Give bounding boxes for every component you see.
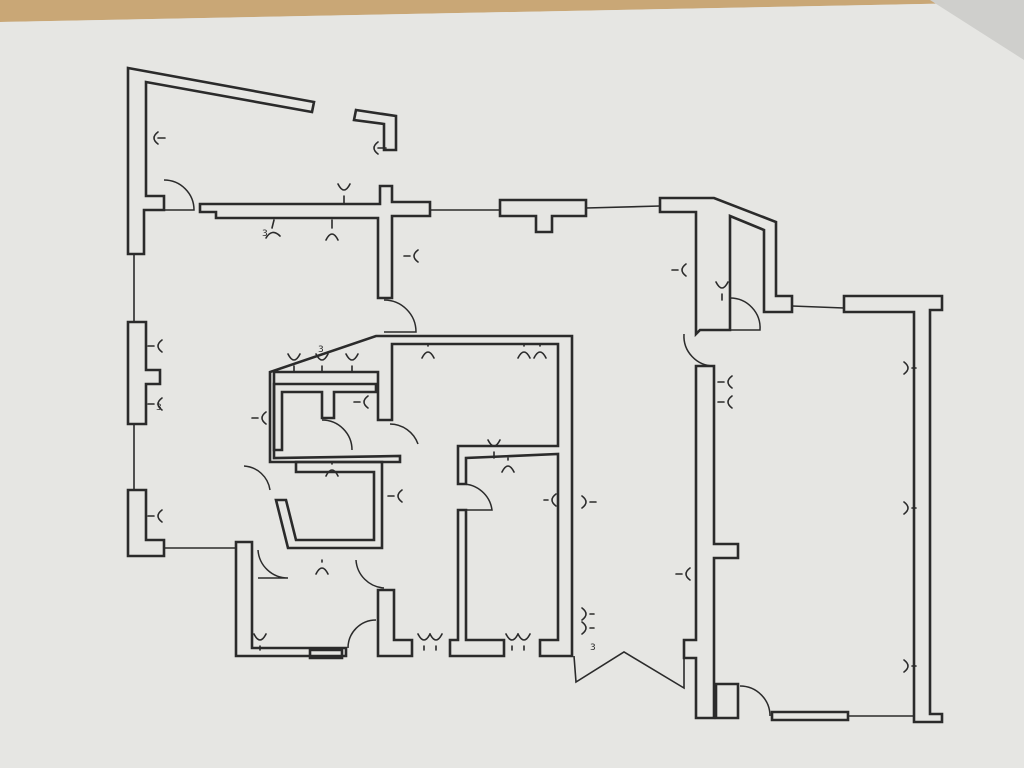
wall-thin-link-2 xyxy=(585,205,661,209)
socket-icon xyxy=(265,219,281,239)
paper-shadow xyxy=(930,0,1024,60)
door-swing-9 xyxy=(347,619,377,649)
socket-icon xyxy=(487,439,501,459)
socket-icon xyxy=(403,249,419,263)
socket-icon xyxy=(517,633,531,651)
door-swing-3 xyxy=(321,419,353,451)
wall-bath-block xyxy=(268,334,574,658)
wall-inner-col xyxy=(376,588,414,658)
wall-corridor-top xyxy=(198,184,432,300)
door-swing-1 xyxy=(163,179,195,211)
socket-icon xyxy=(147,339,163,353)
door-swing-12 xyxy=(739,685,771,717)
wall-south-window xyxy=(770,710,850,722)
socket-icon xyxy=(581,621,595,635)
switch-label: 3 xyxy=(262,229,268,239)
socket-icon xyxy=(581,495,597,509)
bay-window xyxy=(573,651,685,690)
socket-icon xyxy=(315,559,329,575)
switch-label: 3 xyxy=(590,643,596,653)
door-swing-7 xyxy=(257,549,289,579)
socket-icon xyxy=(671,263,687,277)
socket-icon xyxy=(337,183,351,205)
socket-icon xyxy=(581,607,595,621)
wall-wc xyxy=(272,382,378,452)
wall-thin-link-3 xyxy=(791,305,845,309)
switch-label: 3 xyxy=(156,403,162,413)
socket-icon xyxy=(353,395,369,409)
floor-plan xyxy=(126,66,944,724)
door-swing-2 xyxy=(383,299,417,333)
wall-t-block xyxy=(498,198,588,234)
socket-icon xyxy=(417,633,431,651)
socket-icon xyxy=(715,281,729,301)
door-swing-4 xyxy=(389,423,419,445)
socket-icon xyxy=(147,397,163,411)
socket-icon xyxy=(345,353,359,373)
doors xyxy=(163,179,771,717)
wall-inner-col-2 xyxy=(448,508,506,658)
socket-icon xyxy=(325,461,339,477)
wall-north-left xyxy=(126,66,316,256)
wall-north-corner xyxy=(352,108,398,152)
wall-east-inner xyxy=(682,364,740,720)
socket-icon xyxy=(421,343,435,359)
wall-inner-south xyxy=(234,540,348,658)
door-swing-11 xyxy=(683,333,715,367)
door-swing-5 xyxy=(243,465,271,491)
wooden-table-edge xyxy=(0,0,1024,22)
socket-icon xyxy=(903,659,917,673)
socket-icon xyxy=(429,633,443,651)
socket-icon xyxy=(373,141,387,155)
socket-icon xyxy=(153,131,166,145)
switch-label: 3 xyxy=(318,345,324,355)
wall-window-south-1 xyxy=(308,648,344,660)
wall-south-right xyxy=(714,682,740,720)
socket-icon xyxy=(717,375,733,389)
door-swing-6 xyxy=(461,483,493,511)
socket-symbols xyxy=(147,131,917,673)
socket-icon xyxy=(147,509,163,523)
socket-icon xyxy=(533,343,547,359)
socket-icon xyxy=(253,633,267,651)
socket-icon xyxy=(501,457,515,473)
socket-icon xyxy=(903,501,917,515)
wall-east-top xyxy=(842,294,944,724)
socket-icon xyxy=(387,489,403,503)
socket-icon xyxy=(675,567,691,581)
socket-icon xyxy=(325,219,339,241)
socket-icon xyxy=(287,353,301,373)
socket-icon xyxy=(717,395,733,409)
socket-icon xyxy=(251,411,267,425)
wall-west-bottom xyxy=(126,488,166,558)
socket-icon xyxy=(517,343,531,359)
socket-icon xyxy=(505,633,519,651)
socket-icon xyxy=(543,493,557,507)
socket-icon xyxy=(903,361,917,375)
socket-icon xyxy=(315,353,329,373)
wall-angled-room xyxy=(274,460,384,550)
wall-wedge-room xyxy=(658,196,794,338)
door-swing-10 xyxy=(729,297,761,331)
door-swing-8 xyxy=(355,559,385,589)
